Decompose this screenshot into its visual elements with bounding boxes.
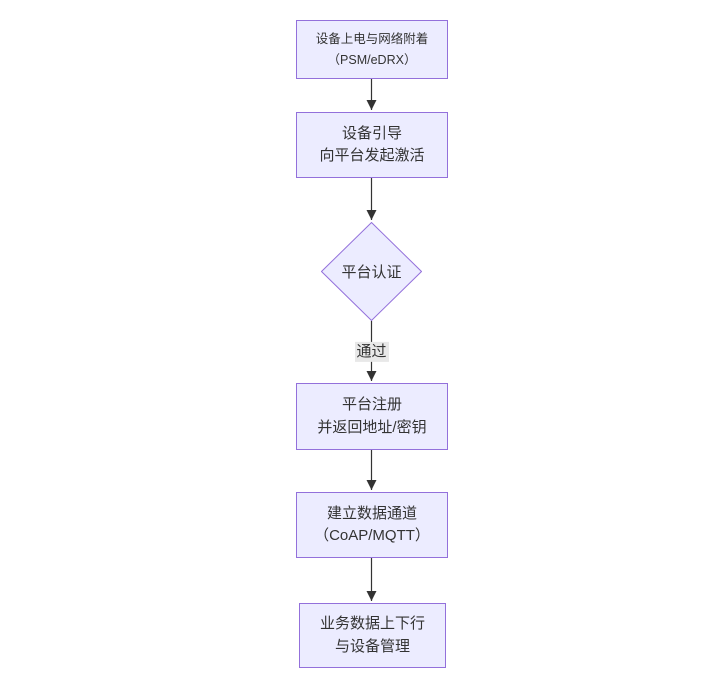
- node-business-data-mgmt: 业务数据上下行 与设备管理: [299, 603, 446, 668]
- node-text-line: 业务数据上下行: [319, 615, 425, 632]
- node-text-line: 建立数据通道: [326, 504, 417, 522]
- node-text-line: 并返回地址/密钥: [317, 418, 427, 436]
- edge-label-pass: 通过: [354, 341, 389, 363]
- node-text-line: 设备引导: [341, 124, 402, 142]
- node-platform-auth-decision: 平台认证: [321, 222, 422, 321]
- diamond-polygon: [321, 222, 422, 321]
- node-text-line: 平台注册: [341, 396, 402, 413]
- node-text-line: 向平台发起激活: [319, 147, 425, 164]
- diamond-shape: [321, 222, 422, 321]
- node-text-line: （CoAP/MQTT）: [314, 527, 430, 544]
- node-text-line: 与设备管理: [334, 637, 410, 655]
- node-text-line: （PSM/eDRX）: [327, 52, 417, 67]
- node-device-bootstrap: 设备引导 向平台发起激活: [296, 112, 448, 178]
- node-power-network-attach: 设备上电与网络附着 （PSM/eDRX）: [296, 20, 448, 79]
- node-data-channel: 建立数据通道 （CoAP/MQTT）: [296, 492, 448, 558]
- node-platform-register: 平台注册 并返回地址/密钥: [296, 383, 448, 450]
- node-text-line: 平台认证: [341, 264, 402, 281]
- node-text-line: 设备上电与网络附着: [315, 31, 429, 46]
